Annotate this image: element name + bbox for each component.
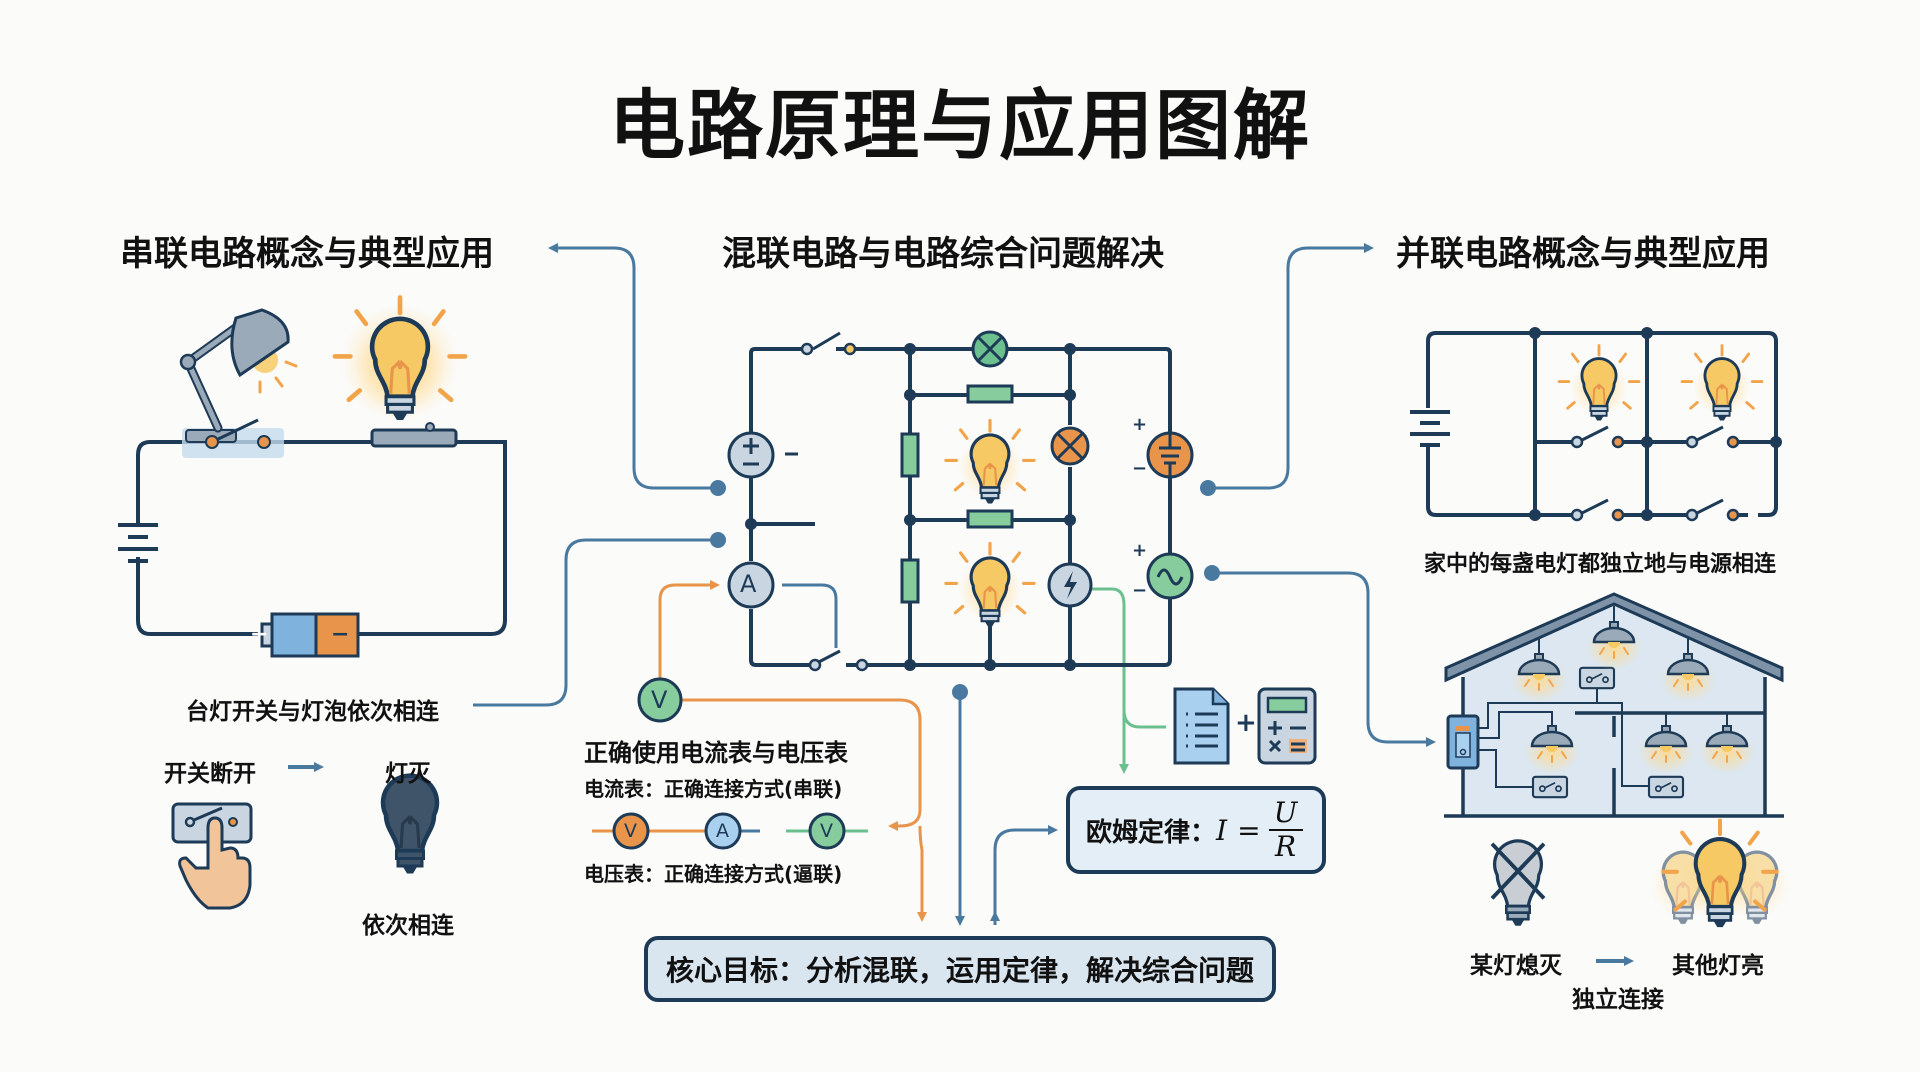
parallel-caption: 家中的每盏电灯都独立地与电源相连 <box>1424 552 1777 577</box>
formula-denominator: R <box>1275 830 1297 863</box>
light-off-label: 灯灭 <box>385 761 431 787</box>
mixed-heading: 混联电路与电路综合问题解决 <box>722 234 1164 274</box>
connector-series-caption <box>473 538 718 707</box>
battery-symbol <box>118 523 158 563</box>
meters-heading: 正确使用电流表与电压表 <box>584 739 848 767</box>
green-connectors <box>1092 587 1166 774</box>
calculator-icon <box>1257 687 1317 765</box>
page-title: 电路原理与应用图解 <box>609 81 1311 170</box>
dc-source-symbol <box>727 431 798 479</box>
house-wiring-icon <box>1444 592 1784 818</box>
row-voltmeter2-letter: V <box>820 820 833 842</box>
voltmeter-letter: V <box>651 686 668 714</box>
lit-bulb-icon <box>335 298 465 422</box>
connector-to-series <box>548 243 718 490</box>
document-icon <box>1173 687 1230 765</box>
connector-node <box>952 684 968 700</box>
series-circuit <box>118 298 507 658</box>
series-caption: 台灯开关与灯泡依次相连 <box>186 699 439 725</box>
mixed-circuit-parts <box>637 330 1194 723</box>
battery-icon <box>260 612 360 658</box>
connector-node <box>1204 565 1220 581</box>
switch-off-label: 开关断开 <box>164 761 256 787</box>
core-goal-text: 核心目标：分析混联，运用定律，解决综合问题 <box>665 954 1254 987</box>
broken-bulb-icon <box>1490 839 1546 926</box>
connector-to-ohm <box>993 825 1058 922</box>
mixed-circuit <box>749 331 1172 667</box>
connector-node <box>710 480 726 496</box>
connector-lines <box>473 243 1436 926</box>
meter-connection-row <box>592 812 868 850</box>
press-switch-icon <box>171 802 253 910</box>
ohms-law-label: 欧姆定律： <box>1086 817 1217 848</box>
lamp-symbol-orange <box>1050 426 1090 466</box>
formula-lhs: I <box>1216 813 1228 847</box>
lightning-source-symbol <box>1047 562 1093 608</box>
parallel-circuit-parts <box>1410 327 1782 522</box>
ac-plus: + <box>1132 540 1148 561</box>
ac-source-symbol <box>1146 552 1194 600</box>
orange-connectors <box>658 580 927 922</box>
ammeter-symbol <box>727 561 775 609</box>
calc-plus: + <box>1235 708 1257 738</box>
desk-lamp-icon <box>179 308 298 433</box>
formula-eq: = <box>1237 813 1261 847</box>
others-on-label: 其他灯亮 <box>1672 953 1764 979</box>
battery-minus: − <box>331 622 350 647</box>
voltmeter-symbol <box>637 677 683 723</box>
lamp-symbol-green <box>971 330 1009 368</box>
voltmeter-rule: 电压表：正确连接方式(逼联) <box>584 862 843 886</box>
formula-numerator: U <box>1273 796 1298 829</box>
resistor <box>966 384 1014 404</box>
fraction-bar <box>1268 829 1303 831</box>
ammeter-letter: A <box>740 570 757 598</box>
battery-plus: + <box>250 622 269 647</box>
connector-node <box>1200 480 1216 496</box>
row-ammeter-letter: A <box>716 820 729 842</box>
sequential-label: 依次相连 <box>362 913 454 939</box>
parallel-heading: 并联电路概念与典型应用 <box>1396 234 1770 274</box>
ohms-law-box: 欧姆定律： I = U R <box>1066 786 1326 874</box>
battery-source-symbol <box>1146 431 1194 479</box>
series-heading: 串联电路概念与典型应用 <box>120 234 494 274</box>
source-plus: + <box>1132 414 1148 435</box>
resistor <box>900 432 920 478</box>
independent-label: 独立连接 <box>1572 987 1664 1013</box>
core-goal-box: 核心目标：分析混联，运用定律，解决综合问题 <box>644 936 1276 1002</box>
formula-fraction: U R <box>1268 796 1303 863</box>
ammeter-rule: 电流表：正确连接方式(串联) <box>584 777 843 801</box>
connector-to-parallel <box>1208 243 1374 490</box>
resistor <box>900 558 920 604</box>
unlit-bulb-icon <box>380 773 440 874</box>
connector-to-house <box>1212 571 1436 747</box>
connector-node <box>710 532 726 548</box>
row-voltmeter-letter: V <box>624 820 637 842</box>
ac-minus: − <box>1132 580 1148 601</box>
one-off-label: 某灯熄灭 <box>1470 953 1562 979</box>
lit-bulbs-group-icon <box>1648 821 1792 928</box>
resistor <box>966 509 1014 529</box>
source-minus: − <box>1132 458 1148 479</box>
